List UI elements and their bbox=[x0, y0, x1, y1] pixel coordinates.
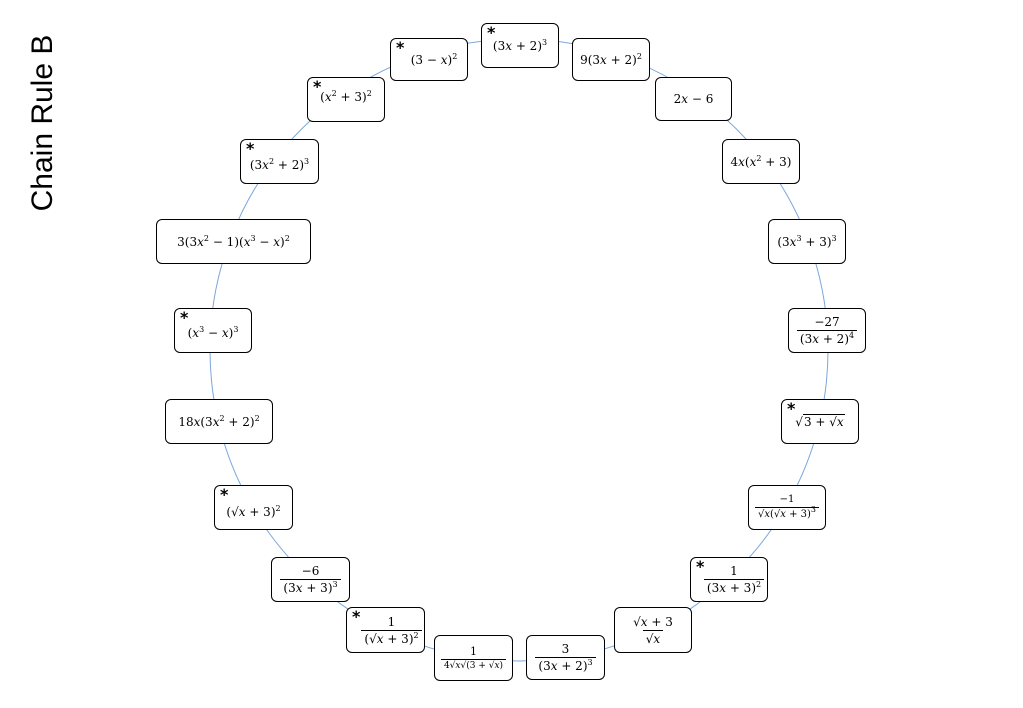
card-14: −6(3x + 3)3 bbox=[271, 557, 350, 602]
card-7-expr: √3 + √x bbox=[795, 413, 845, 429]
card-3: 2x − 6 bbox=[655, 77, 732, 121]
card-1: * (3x + 2)3 bbox=[481, 23, 559, 68]
card-10: √x + 3√x bbox=[614, 607, 692, 653]
card-18-expr: 3(3x2 − 1)(x3 − x)2 bbox=[177, 233, 290, 249]
star-marker: * bbox=[696, 557, 705, 576]
card-20: * (x2 + 3)2 bbox=[307, 77, 385, 122]
card-5: (3x3 + 3)3 bbox=[768, 219, 846, 264]
star-marker: * bbox=[246, 139, 255, 158]
card-1-expr: (3x + 2)3 bbox=[492, 37, 548, 53]
card-20-expr: (x2 + 3)2 bbox=[320, 88, 372, 104]
card-8: −1√x(√x + 3)3 bbox=[748, 485, 826, 530]
card-9: * 1(3x + 3)2 bbox=[690, 557, 768, 602]
card-4: 4x(x2 + 3) bbox=[722, 139, 800, 184]
card-8-expr: −1√x(√x + 3)3 bbox=[754, 495, 820, 520]
star-marker: * bbox=[787, 399, 796, 418]
card-10-expr: √x + 3√x bbox=[633, 614, 673, 646]
star-marker: * bbox=[220, 485, 229, 504]
card-6: −27(3x + 2)4 bbox=[788, 308, 866, 353]
star-marker: * bbox=[180, 308, 189, 327]
star-marker: * bbox=[313, 77, 322, 96]
card-5-expr: (3x3 + 3)3 bbox=[777, 233, 837, 249]
card-13-expr: 1(√x + 3)2 bbox=[361, 616, 422, 645]
card-2-expr: 9(3x + 2)2 bbox=[580, 51, 642, 67]
card-15-expr: (√x + 3)2 bbox=[226, 503, 281, 519]
card-21: * (3 − x)2 bbox=[390, 38, 468, 81]
card-16-expr: 18x(3x2 + 2)2 bbox=[178, 413, 260, 429]
card-2: 9(3x + 2)2 bbox=[572, 38, 650, 81]
card-17: * (x3 − x)3 bbox=[174, 308, 252, 353]
card-4-expr: 4x(x2 + 3) bbox=[730, 153, 792, 169]
card-15: * (√x + 3)2 bbox=[214, 485, 293, 530]
star-marker: * bbox=[352, 607, 361, 626]
star-marker: * bbox=[487, 23, 496, 42]
card-6-expr: −27(3x + 2)4 bbox=[796, 316, 858, 345]
card-3-expr: 2x − 6 bbox=[673, 92, 714, 106]
card-7: * √3 + √x bbox=[781, 399, 859, 444]
card-19: * (3x2 + 2)3 bbox=[240, 139, 319, 184]
card-11: 3(3x + 2)3 bbox=[526, 635, 605, 680]
card-16: 18x(3x2 + 2)2 bbox=[165, 399, 273, 444]
card-18: 3(3x2 − 1)(x3 − x)2 bbox=[156, 219, 311, 264]
card-9-expr: 1(3x + 3)2 bbox=[703, 565, 765, 594]
card-17-expr: (x3 − x)3 bbox=[187, 324, 239, 340]
card-13: * 1(√x + 3)2 bbox=[346, 607, 425, 653]
star-marker: * bbox=[396, 38, 405, 57]
card-19-expr: (3x2 + 2)3 bbox=[249, 156, 310, 172]
card-11-expr: 3(3x + 2)3 bbox=[535, 643, 596, 672]
card-14-expr: −6(3x + 3)3 bbox=[280, 565, 341, 594]
card-21-expr: (3 − x)2 bbox=[410, 51, 458, 67]
